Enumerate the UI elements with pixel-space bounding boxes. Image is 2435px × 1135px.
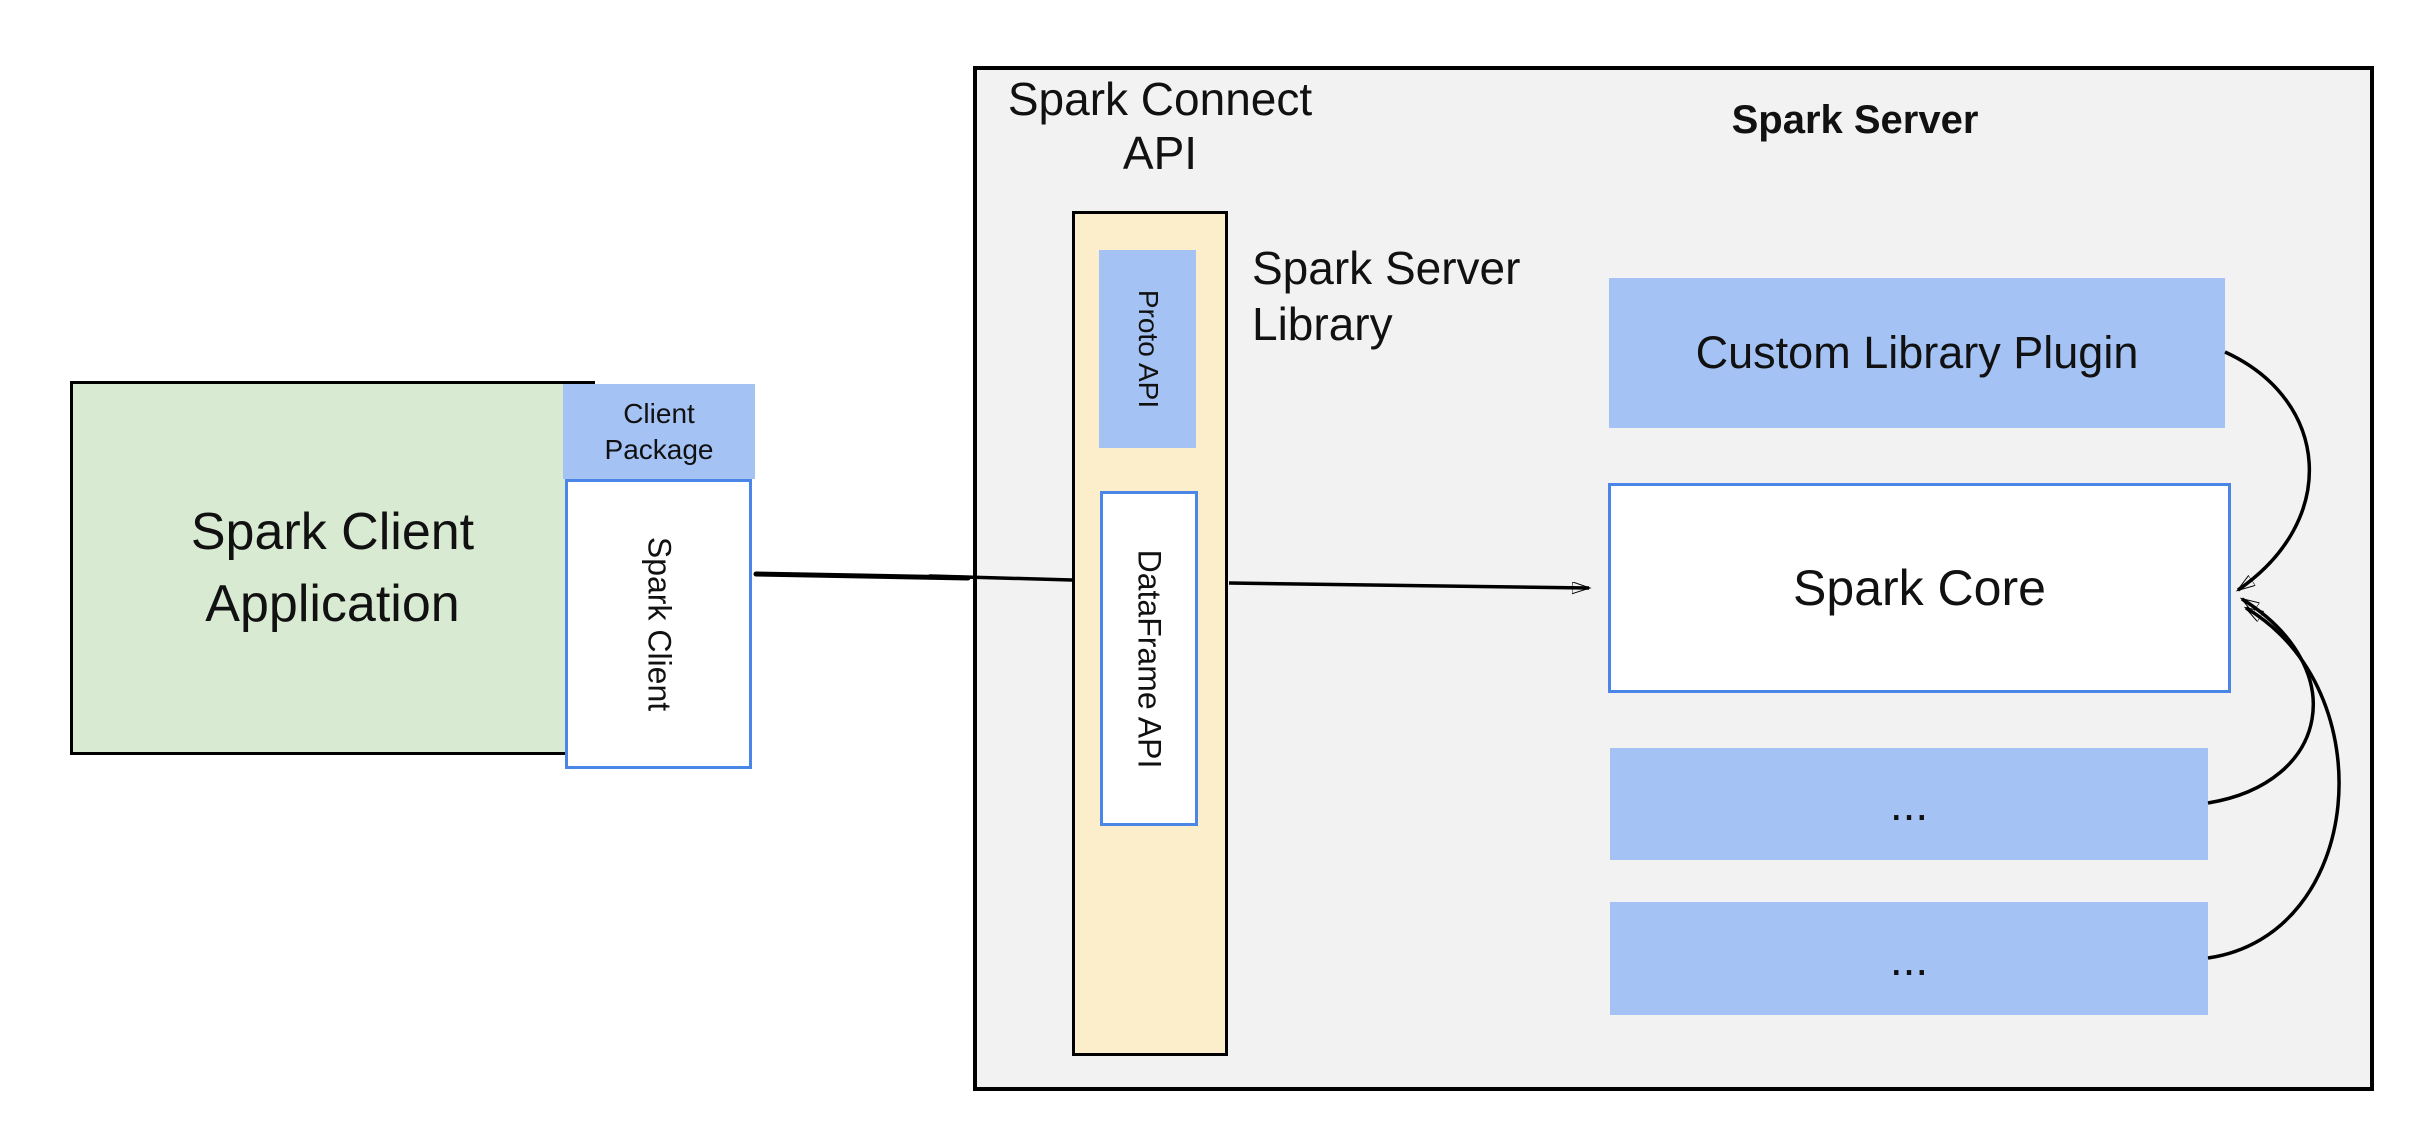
- spark-client-application-label-line2: Application: [205, 575, 460, 633]
- spark-server-title: Spark Server: [1731, 98, 1979, 142]
- custom-library-plugin-label: Custom Library Plugin: [1695, 327, 2139, 378]
- spark-client-label: Spark Client: [641, 536, 677, 712]
- server-module-1-ellipsis-label: ...: [1889, 778, 1929, 830]
- client-package-label-line1: Client: [623, 397, 695, 429]
- server-module-2-ellipsis-label: ...: [1889, 932, 1929, 985]
- client-to-connect-line-segment-1: [753, 571, 971, 581]
- spark-client-box: Spark Client: [565, 479, 752, 769]
- server-module-box-1: ...: [1610, 748, 2208, 860]
- spark-server-library-label-line1: Spark Server: [1252, 242, 1521, 294]
- spark-connect-api-heading: Spark Connect API: [960, 72, 1360, 180]
- spark-client-application-label-line1: Spark Client: [190, 503, 475, 561]
- spark-core-label: Spark Core: [1793, 560, 2046, 616]
- proto-api-label: Proto API: [1132, 289, 1164, 409]
- proto-api-box: Proto API: [1099, 250, 1196, 448]
- spark-core-box: Spark Core: [1608, 483, 2231, 693]
- spark-server-library-label: Spark Server Library: [1252, 240, 1582, 352]
- server-module-box-2: ...: [1610, 902, 2208, 1015]
- custom-library-plugin-box: Custom Library Plugin: [1609, 278, 2225, 428]
- client-package-label-line2: Package: [604, 433, 714, 465]
- spark-server-library-label-line2: Library: [1252, 298, 1393, 350]
- spark-connect-api-heading-line2: API: [1122, 127, 1198, 179]
- spark-connect-api-heading-line1: Spark Connect: [1007, 73, 1313, 125]
- dataframe-api-label: DataFrame API: [1131, 549, 1168, 768]
- spark-client-application-box: Spark Client Application: [70, 381, 595, 755]
- client-package-box: Client Package: [563, 384, 755, 479]
- dataframe-api-box: DataFrame API: [1100, 491, 1198, 826]
